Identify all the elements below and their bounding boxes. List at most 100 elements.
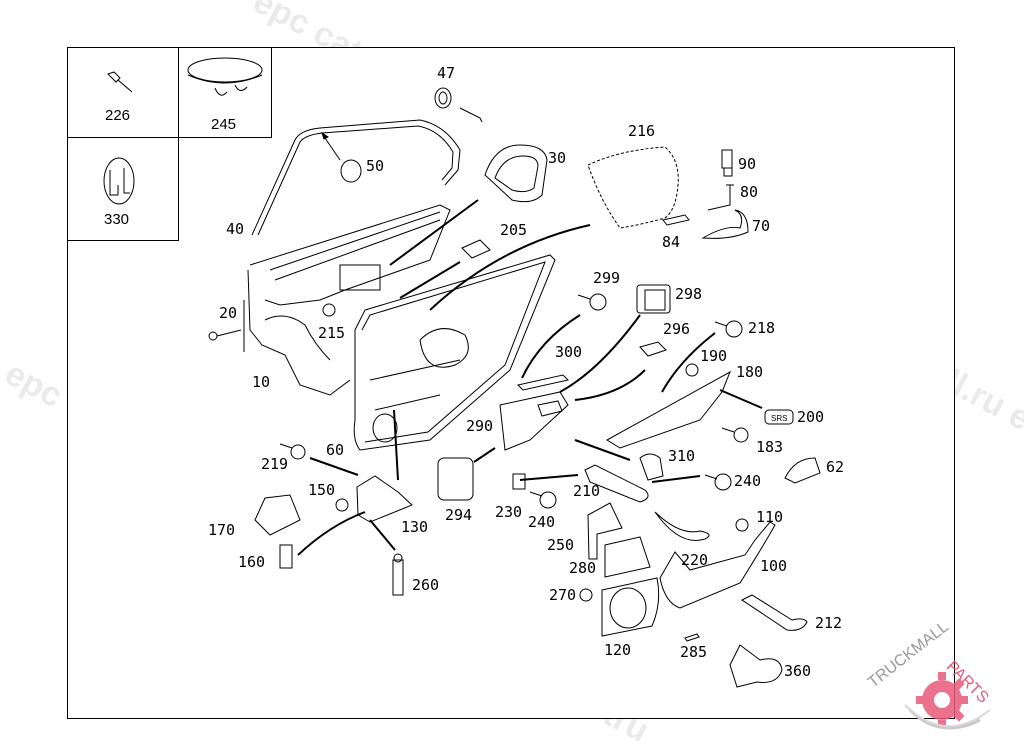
part-label-216: 216 (628, 122, 656, 140)
part-294-icon[interactable] (437, 457, 474, 501)
part-270-icon[interactable] (579, 588, 593, 602)
part-label-298: 298 (675, 285, 703, 303)
part-label-240-right: 240 (734, 472, 762, 490)
part-190-icon[interactable] (685, 363, 699, 377)
part-210-icon[interactable] (584, 464, 649, 503)
part-62-icon[interactable] (784, 457, 821, 484)
part-200-icon[interactable]: SRS (764, 409, 794, 425)
part-300-icon[interactable] (517, 374, 569, 391)
part-label-183: 183 (756, 438, 784, 456)
part-290-icon[interactable] (499, 391, 569, 451)
part-label-90: 90 (738, 155, 757, 173)
part-330-icon[interactable] (103, 157, 135, 205)
part-150-icon[interactable] (335, 498, 349, 512)
part-215-icon[interactable] (322, 303, 336, 317)
part-label-285: 285 (680, 643, 708, 661)
part-label-60: 60 (326, 441, 345, 459)
inset-label-245: 245 (211, 116, 237, 133)
inset-label-330: 330 (104, 211, 130, 228)
part-280-icon[interactable] (604, 536, 651, 578)
part-label-47: 47 (437, 64, 456, 82)
part-label-296: 296 (663, 320, 691, 338)
part-80-icon[interactable] (707, 184, 734, 211)
part-label-50: 50 (366, 157, 385, 175)
part-label-70: 70 (752, 217, 771, 235)
part-50-icon[interactable] (321, 131, 362, 183)
srs-label: SRS (771, 414, 787, 423)
part-label-170: 170 (208, 521, 236, 539)
part-220-icon[interactable] (654, 511, 710, 541)
part-label-40: 40 (226, 220, 245, 238)
part-label-250: 250 (547, 536, 575, 554)
part-70-icon[interactable] (701, 209, 749, 239)
part-47-icon[interactable] (434, 87, 483, 123)
part-130-icon[interactable] (356, 475, 413, 523)
part-110-icon[interactable] (735, 518, 749, 532)
part-285-icon[interactable] (684, 633, 700, 642)
part-label-62: 62 (826, 458, 845, 476)
truckmall-parts-logo[interactable]: TRUCKMALL PARTS (860, 618, 1024, 750)
part-door-trim-panel[interactable] (353, 254, 556, 451)
leader-arrows (297, 199, 763, 556)
part-298-icon[interactable] (636, 284, 671, 314)
part-218-icon[interactable] (714, 320, 743, 338)
part-label-230: 230 (495, 503, 523, 521)
part-205-icon[interactable] (461, 239, 491, 259)
part-219-icon[interactable] (279, 443, 306, 460)
part-299-icon[interactable] (577, 293, 607, 311)
part-label-220: 220 (681, 551, 709, 569)
gear-logo-icon (904, 672, 991, 730)
part-label-280: 280 (569, 559, 597, 577)
part-296-icon[interactable] (639, 341, 667, 357)
part-label-300: 300 (555, 343, 583, 361)
part-40-window-frame[interactable] (251, 119, 461, 236)
part-260-icon[interactable] (392, 553, 404, 596)
part-label-150: 150 (308, 481, 336, 499)
part-label-290: 290 (466, 417, 494, 435)
part-310-icon[interactable] (639, 453, 664, 481)
part-240-icon[interactable] (529, 491, 557, 509)
part-230-icon[interactable] (512, 473, 526, 490)
part-180-icon[interactable] (606, 370, 731, 449)
part-label-30: 30 (548, 149, 567, 167)
part-label-210: 210 (573, 482, 601, 500)
part-226-icon[interactable] (107, 71, 133, 93)
part-120-icon[interactable] (601, 577, 660, 637)
part-label-260: 260 (412, 576, 440, 594)
part-90-icon[interactable] (721, 149, 733, 177)
part-10-door-inner[interactable] (247, 204, 451, 396)
part-label-212: 212 (815, 614, 843, 632)
part-360-icon[interactable] (729, 644, 783, 688)
part-30-icon[interactable] (484, 144, 548, 203)
part-label-110: 110 (756, 508, 784, 526)
part-216-icon[interactable] (587, 146, 679, 229)
part-label-130: 130 (401, 518, 429, 536)
inset-part-226[interactable] (67, 47, 179, 138)
part-250-icon[interactable] (587, 502, 623, 560)
part-label-215: 215 (318, 324, 346, 342)
part-label-299: 299 (593, 269, 621, 287)
part-label-270: 270 (549, 586, 577, 604)
inset-part-245[interactable] (178, 47, 272, 138)
part-label-84: 84 (662, 233, 681, 251)
part-label-294: 294 (445, 506, 473, 524)
part-label-218: 218 (748, 319, 776, 337)
part-170-icon[interactable] (254, 494, 301, 536)
part-label-200: 200 (797, 408, 825, 426)
part-20-icon[interactable] (208, 300, 245, 352)
part-183-icon[interactable] (721, 427, 749, 443)
part-160-icon[interactable] (279, 544, 293, 569)
part-240b-icon[interactable] (704, 473, 732, 491)
part-label-219: 219 (261, 455, 289, 473)
part-label-205: 205 (500, 221, 528, 239)
part-212-icon[interactable] (741, 594, 808, 631)
part-label-360: 360 (784, 662, 812, 680)
part-label-180: 180 (736, 363, 764, 381)
part-245-icon[interactable] (187, 57, 263, 96)
part-label-160: 160 (238, 553, 266, 571)
part-label-190: 190 (700, 347, 728, 365)
inset-part-330[interactable] (67, 137, 179, 241)
part-84-icon[interactable] (662, 214, 690, 226)
part-100-icon[interactable] (659, 521, 776, 609)
